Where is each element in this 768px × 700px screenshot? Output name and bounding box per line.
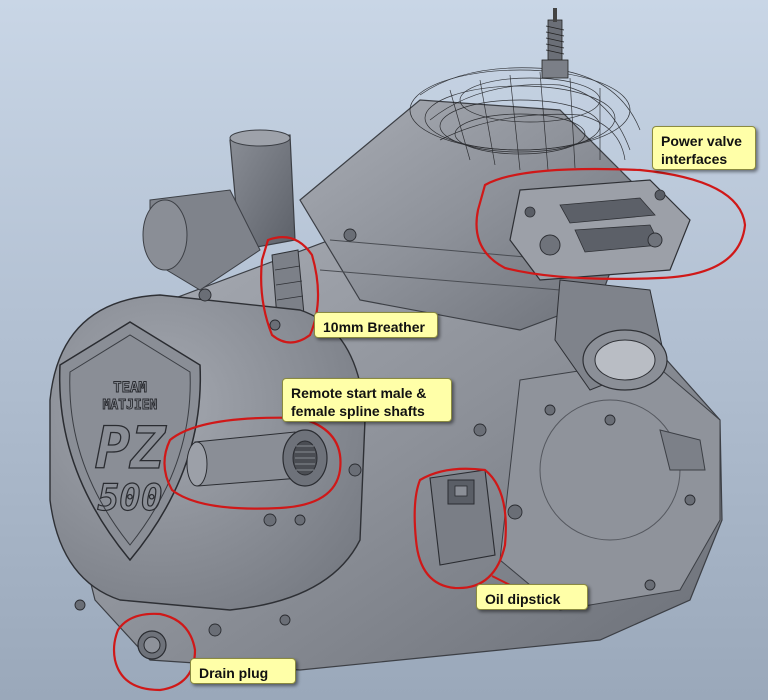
callout-remote-start: Remote start male & female spline shafts xyxy=(282,378,452,422)
oil-dipstick xyxy=(429,469,496,566)
highlight-power-valve xyxy=(475,167,747,280)
highlight-breather xyxy=(260,236,320,344)
power-valve-plate xyxy=(509,179,691,281)
highlight-dipstick xyxy=(413,467,507,590)
badge-line1: TEAM xyxy=(113,380,147,396)
case-bolts xyxy=(74,228,696,637)
callout-oil-dipstick: Oil dipstick xyxy=(476,584,588,610)
badge-line4: 500 xyxy=(97,478,162,519)
team-shield xyxy=(58,321,202,562)
intake-boot xyxy=(554,279,668,391)
spark-plug xyxy=(541,8,569,79)
right-case xyxy=(499,359,721,611)
leader-oil xyxy=(491,575,511,586)
badge-line3: PZ xyxy=(95,414,167,482)
highlight-circles xyxy=(112,167,747,692)
spline-shafts xyxy=(186,429,328,487)
callout-breather: 10mm Breather xyxy=(314,312,438,338)
highlight-drain xyxy=(112,612,197,692)
callout-power-valve: Power valve interfaces xyxy=(652,126,756,170)
highlight-spline xyxy=(163,416,342,510)
badge-line2: MATJIEN xyxy=(103,398,158,413)
drain-plug xyxy=(137,630,167,660)
callout-drain-plug: Drain plug xyxy=(190,658,296,684)
